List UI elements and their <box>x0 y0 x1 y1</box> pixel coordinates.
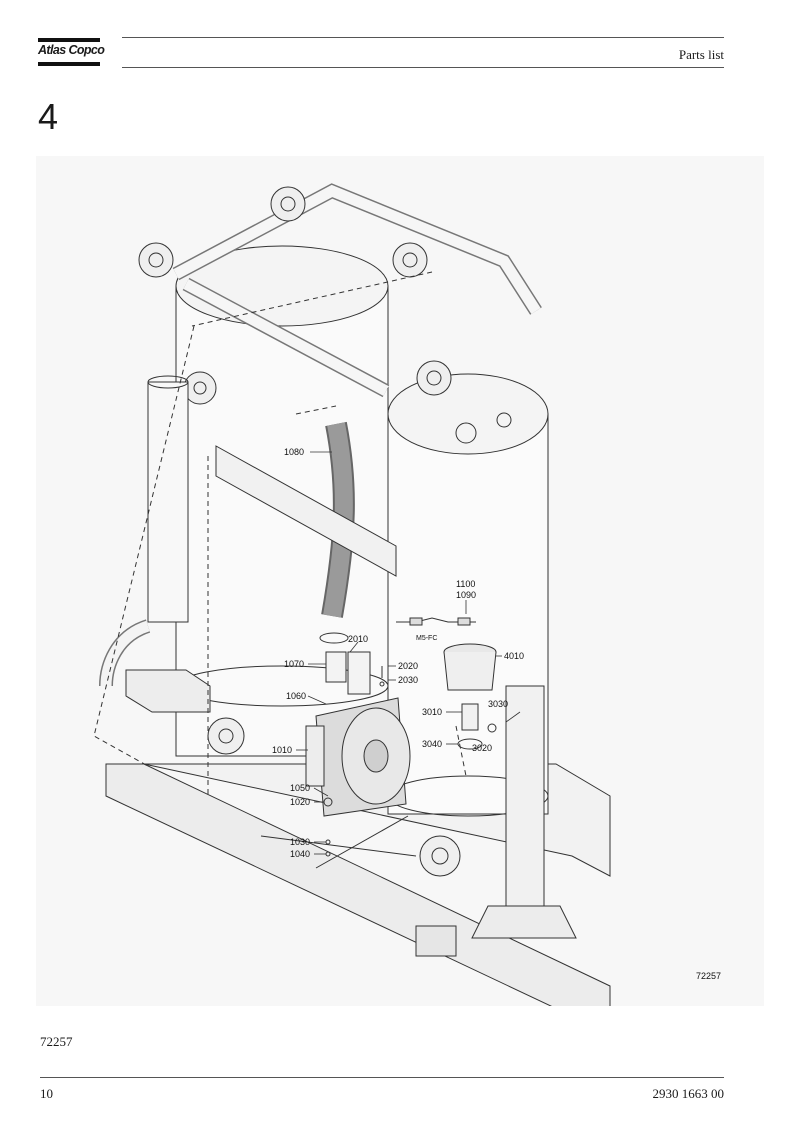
logo-wordmark: Atlas Copco <box>38 43 105 57</box>
base-frame-foot <box>415 925 457 957</box>
section-number: 4 <box>38 96 59 137</box>
callout-3010: 3010 <box>422 707 442 717</box>
right-vessel-nozzle <box>455 422 477 444</box>
label-m5-fc: M5-FC <box>416 635 437 642</box>
silencer-column <box>147 381 189 623</box>
exploded-view-drawing: 1080 1100 1090 M5-FC 2010 1070 2020 4010… <box>93 183 721 1006</box>
logo-bottom-bar <box>38 62 100 66</box>
callout-3030: 3030 <box>488 699 508 709</box>
flange-left-side-bore <box>193 381 207 395</box>
header-rule-top <box>122 37 724 38</box>
right-vessel-port <box>496 412 512 428</box>
callout-1100: 1100 <box>456 579 475 589</box>
support-post-base <box>471 905 577 939</box>
callout-leaders <box>296 451 521 855</box>
document-number: 2930 1663 00 <box>652 1086 725 1101</box>
callout-3040: 3040 <box>422 739 442 749</box>
silencer-top <box>147 375 189 389</box>
base-crossbar-2 <box>315 815 409 869</box>
callout-1060: 1060 <box>286 691 306 701</box>
hose-part-fill <box>323 422 353 618</box>
cross-pipe-fill <box>183 279 389 396</box>
flange-left-side <box>183 371 217 405</box>
callout-2030: 2030 <box>398 675 418 685</box>
flange-top-left <box>138 242 174 278</box>
support-bracket <box>215 445 397 577</box>
right-vessel-top <box>387 373 549 455</box>
atlas-copco-logo: Atlas Copco <box>38 38 105 68</box>
flange-lower-left <box>207 717 245 755</box>
flange-right-vessel <box>416 360 452 396</box>
hose-clamp <box>319 632 349 644</box>
figure-caption: 72257 <box>40 1034 73 1049</box>
blower-bracket <box>305 725 325 787</box>
callout-1020: 1020 <box>290 797 310 807</box>
cable-assembly <box>396 617 476 623</box>
exploded-view-figure: 1080 1100 1090 M5-FC 2010 1070 2020 4010… <box>36 156 764 1006</box>
callout-1070: 1070 <box>284 659 304 669</box>
flange-top-right-bore <box>402 252 418 268</box>
filter-body <box>443 651 497 691</box>
callout-4010: 4010 <box>504 651 524 661</box>
footer-rule <box>40 1077 724 1078</box>
blower-hub <box>363 739 389 773</box>
flange-lower-right <box>419 835 461 877</box>
flange-top-left-bore <box>148 252 164 268</box>
page-number: 10 <box>40 1086 53 1101</box>
top-manifold-pipe-fill <box>173 184 541 314</box>
callout-2020: 2020 <box>398 661 418 671</box>
washer-2030 <box>379 681 385 687</box>
flange-right-vessel-bore <box>426 370 442 386</box>
callout-1080: 1080 <box>284 447 304 457</box>
flange-top-right <box>392 242 428 278</box>
callout-2010: 2010 <box>348 634 368 644</box>
drawing-linework <box>93 183 611 1006</box>
callout-1010: 1010 <box>272 745 292 755</box>
callout-1030: 1030 <box>290 837 310 847</box>
callout-3020: 3020 <box>472 743 492 753</box>
flange-top-center <box>270 186 306 222</box>
silencer-elbow-fill <box>100 620 150 687</box>
base-crossbar <box>260 835 417 857</box>
drain-box <box>125 669 211 713</box>
support-post <box>505 685 545 907</box>
flange-top-center-bore <box>280 196 296 212</box>
flange-lower-left-bore <box>218 728 234 744</box>
connector-left <box>409 617 423 626</box>
callout-1040: 1040 <box>290 849 310 859</box>
filter-plug-3030 <box>487 723 497 733</box>
callout-1090: 1090 <box>456 590 476 600</box>
figure-number-inside: 72257 <box>696 971 721 981</box>
connector-right <box>457 617 471 626</box>
dashed-leaders <box>93 271 467 796</box>
logo-top-bar <box>38 38 100 42</box>
pipe-2010 <box>347 651 371 695</box>
header-rule-bottom <box>122 67 724 68</box>
pipe-1070 <box>325 651 347 683</box>
filter-pipe-3010 <box>461 703 479 731</box>
flange-lower-right-bore <box>431 847 449 865</box>
header-title: Parts list <box>678 47 724 62</box>
washer-1030 <box>325 839 331 845</box>
callout-1050: 1050 <box>290 783 310 793</box>
